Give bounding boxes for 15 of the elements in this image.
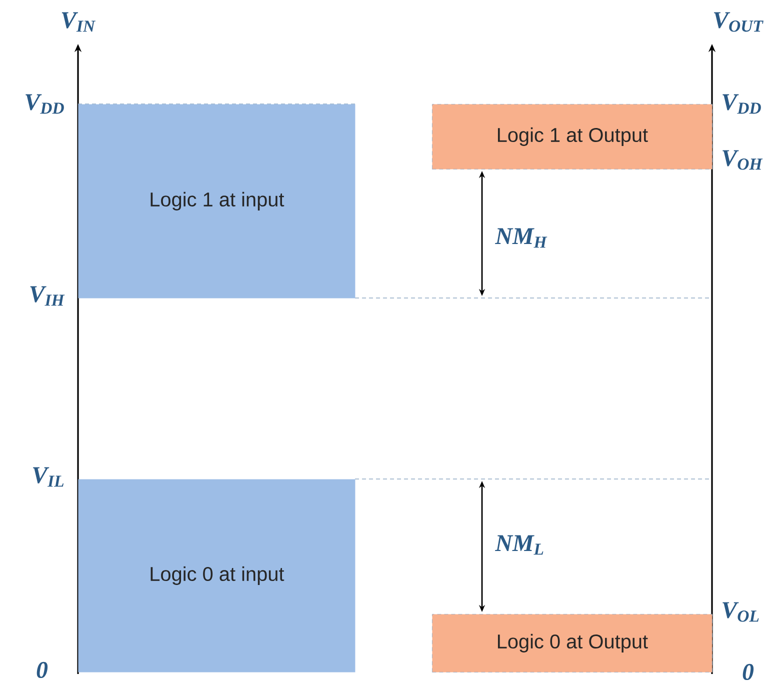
voltage-label: 0 [36, 662, 48, 678]
axis-label: V$_{IN}$ [62, 12, 96, 32]
voltage-label: V$_{DD}$ [26, 94, 64, 114]
voltage-label: V$_{DD}$ [722, 94, 761, 114]
voltage-label: V$_{IH}$ [30, 286, 65, 306]
noise-margin-label: NM$_{L}$ [494, 535, 544, 555]
output-range-box: Logic 0 at Output [432, 614, 712, 672]
output-range-box: Logic 1 at Output [432, 104, 712, 170]
axis-label: V$_{OUT}$ [714, 12, 764, 32]
noise-margin-label: NM$_{H}$ [494, 228, 548, 248]
voltage-label: 0 [742, 664, 754, 680]
input-range-box: Logic 1 at input [78, 104, 356, 298]
input-range-box: Logic 0 at input [78, 479, 356, 672]
voltage-label: V$_{OL}$ [722, 602, 759, 622]
voltage-label: V$_{IL}$ [33, 467, 64, 487]
